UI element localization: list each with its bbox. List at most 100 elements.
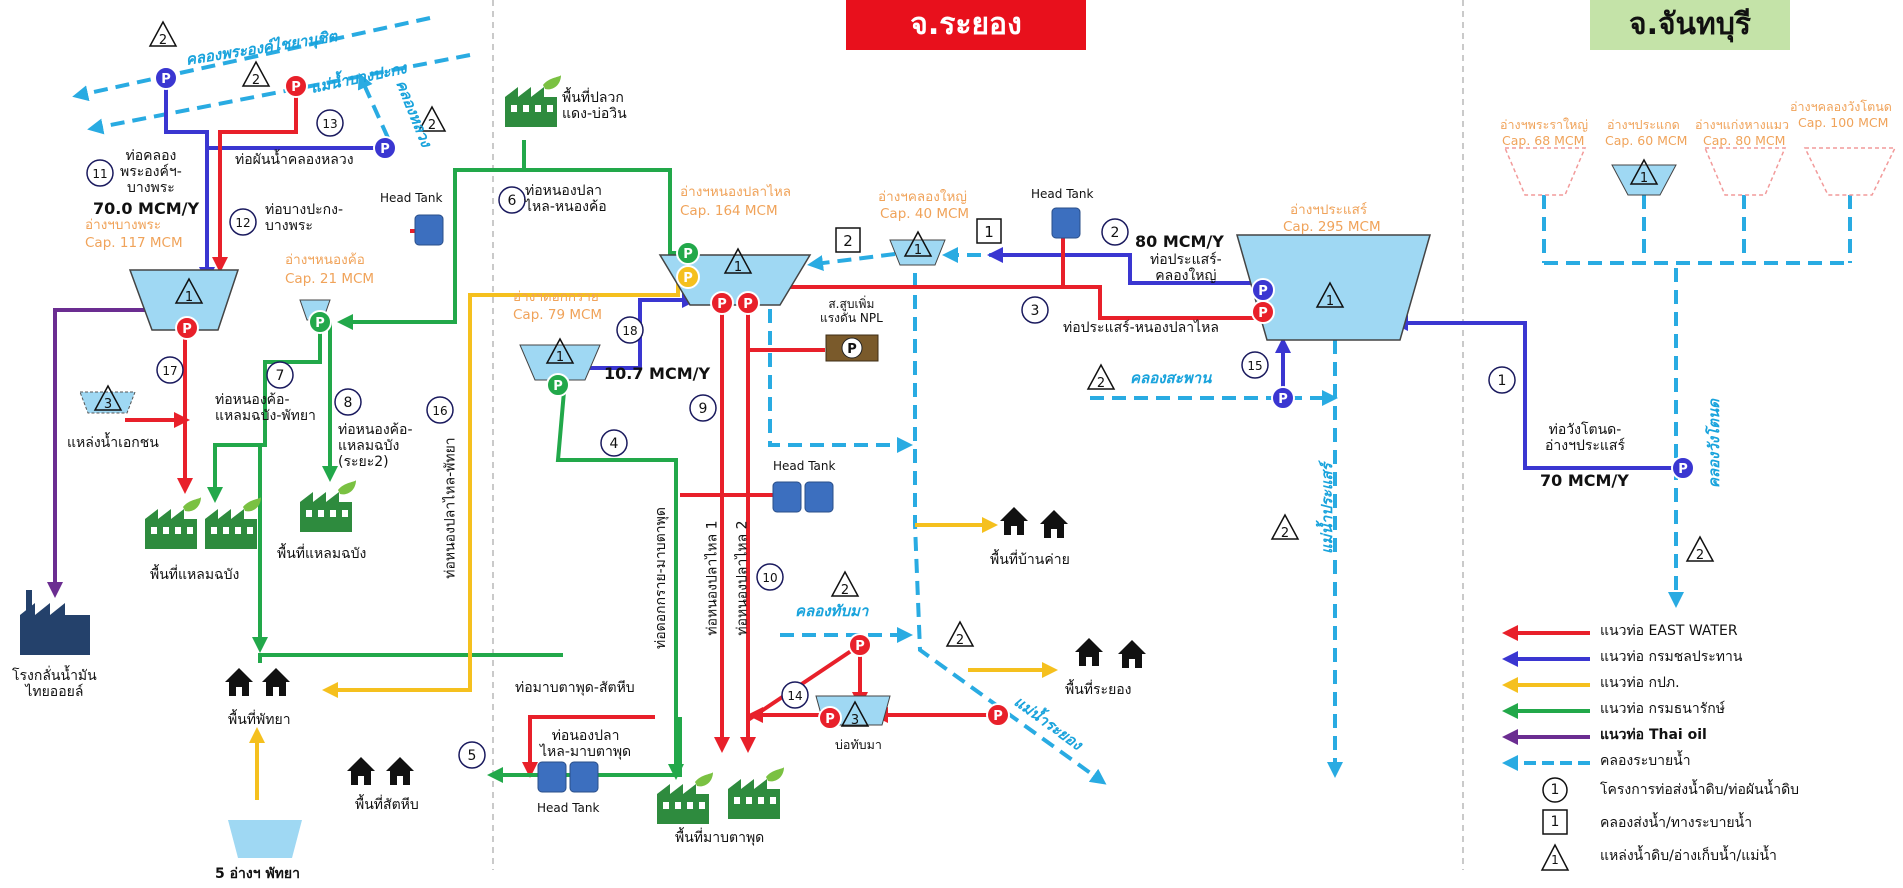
- pump-icon: P: [373, 136, 397, 160]
- svg-text:P: P: [161, 72, 171, 87]
- pump-icon: P: [546, 373, 570, 397]
- project-number-circle: 4: [600, 429, 628, 457]
- legend-triangle-label: แหล่งน้ำดิบ/อ่างเก็บน้ำ/แม่น้ำ: [1600, 848, 1777, 864]
- pipe-11-label: ท่อคลอง พระองค์ฯ- บางพระ: [120, 148, 182, 197]
- project-number-circle: 10: [756, 563, 784, 591]
- legend-item-label: แนวท่อ กรมธนารักษ์: [1600, 701, 1725, 717]
- legend-item-label: คลองระบายน้ำ: [1600, 753, 1691, 769]
- pipe-12-label: ท่อบางปะกง- บางพระ: [265, 202, 343, 235]
- project-number-circle: 12: [229, 208, 257, 236]
- pipe-8-label: ท่อหนองค้อ- แหลมฉบัง (ระยะ2): [338, 422, 413, 471]
- place-bankhai: พื้นที่บ้านค่าย: [990, 552, 1070, 568]
- project-number-circle: 3: [1021, 296, 1049, 324]
- east-water-pipes: [125, 86, 1263, 778]
- npl-pump-letter: P: [847, 342, 857, 357]
- svg-text:9: 9: [699, 401, 708, 417]
- pump-icon: P: [676, 241, 700, 265]
- reservoir-bangphra: อ่างฯบางพระ: [85, 217, 162, 233]
- project-number-circle: 5: [458, 741, 486, 769]
- source-triangle-marker: 2: [1086, 363, 1116, 391]
- legend-item-label: แนวท่อ EAST WATER: [1600, 623, 1738, 639]
- legend-swatches: [1502, 625, 1590, 771]
- source-triangle-marker: 3: [840, 700, 870, 728]
- source-triangle-marker: 1: [174, 277, 204, 305]
- project-number-circle: 17: [156, 356, 184, 384]
- reservoir-phrayai-cap: Cap. 68 MCM: [1502, 133, 1585, 148]
- source-triangle-marker: 1: [903, 230, 933, 258]
- pipe-1-flow: 70 MCM/Y: [1540, 471, 1629, 490]
- legend-square-label: คลองส่งน้ำ/ทางระบายน้ำ: [1600, 815, 1753, 831]
- project-number-circle: 13: [316, 109, 344, 137]
- svg-text:P: P: [291, 80, 301, 95]
- pipe-4-label: ท่อดอกกราย-มาบตาพุด: [652, 507, 669, 650]
- pipe-1-label: ท่อวังโตนด- อ่างฯประแสร์: [1545, 422, 1625, 455]
- svg-text:1: 1: [556, 350, 564, 365]
- reservoir-nongkho-cap: Cap. 21 MCM: [285, 271, 375, 287]
- pump-icon: P: [736, 291, 760, 315]
- reservoir-bangphra-cap: Cap. 117 MCM: [85, 235, 183, 251]
- legend-sym-circle: 1: [1550, 782, 1560, 798]
- svg-text:1: 1: [984, 223, 994, 241]
- svg-text:2: 2: [428, 118, 436, 133]
- pump-icon: P: [986, 703, 1010, 727]
- svg-text:1: 1: [1498, 373, 1507, 389]
- head-tank-4: Head Tank: [537, 801, 600, 815]
- svg-text:2: 2: [1281, 526, 1289, 541]
- reservoir-nongplalai: อ่างฯหนองปลาไหล: [680, 184, 792, 200]
- reservoir-prasae-cap: Cap. 295 MCM: [1283, 219, 1381, 235]
- svg-text:P: P: [683, 271, 693, 286]
- project-number-circle: 11: [86, 159, 114, 187]
- svg-text:P: P: [380, 142, 390, 157]
- place-plaukdaeng: พื้นที่ปลวก แดง-บ่อวิน: [562, 90, 627, 123]
- reservoir-wangton: อ่างฯคลองวังโตนด: [1790, 99, 1892, 114]
- svg-text:6: 6: [508, 193, 517, 209]
- pump-icon: P: [848, 633, 872, 657]
- svg-text:P: P: [1258, 284, 1268, 299]
- pipe-7-label: ท่อหนองค้อ- แหลมฉบัง-พัทยา: [215, 392, 316, 425]
- project-number-circle: 7: [266, 361, 294, 389]
- legend-circle-label: โครงการท่อส่งน้ำดิบ/ท่อผันน้ำดิบ: [1600, 782, 1800, 798]
- place-sattahip: พื้นที่สัตหีบ: [355, 797, 419, 813]
- pump-icon: P: [1671, 456, 1695, 480]
- pipe-9a-label: ท่อหนองปลาไหล 1: [704, 520, 721, 636]
- reservoir-wangton-cap: Cap. 100 MCM: [1798, 115, 1889, 130]
- pump-icon: P: [308, 310, 332, 334]
- svg-text:P: P: [1258, 306, 1268, 321]
- pump-icon: P: [154, 66, 178, 90]
- reservoir-dokkrai-cap: Cap. 79 MCM: [513, 307, 603, 323]
- pipe-9b-label: ท่อหนองปลาไหล 2: [734, 520, 751, 636]
- legend-item-label: แนวท่อ กรมชลประทาน: [1600, 649, 1743, 665]
- svg-text:10: 10: [762, 571, 777, 585]
- refinery-icon: [20, 590, 90, 655]
- svg-text:3: 3: [104, 397, 112, 412]
- source-triangle-marker: 3: [93, 384, 123, 412]
- place-thai-oil: โรงกลั่นน้ำมัน ไทยออยล์: [12, 668, 97, 701]
- svg-text:P: P: [993, 709, 1003, 724]
- svg-text:3: 3: [1031, 303, 1040, 319]
- svg-text:P: P: [683, 247, 693, 262]
- pipe-11-flow: 70.0 MCM/Y: [93, 199, 200, 218]
- pipe-18-flow: 10.7 MCM/Y: [604, 364, 711, 383]
- svg-text:P: P: [717, 297, 727, 312]
- place-laemchabang-2: พื้นที่แหลมฉบัง: [277, 546, 367, 562]
- svg-text:2: 2: [1097, 376, 1105, 391]
- source-triangle-marker: 2: [830, 570, 860, 598]
- svg-text:2: 2: [252, 73, 260, 88]
- svg-text:2: 2: [1696, 548, 1704, 563]
- place-bothapma: บ่อทับมา: [835, 737, 882, 752]
- source-triangle-marker: 2: [417, 105, 447, 133]
- svg-text:12: 12: [235, 216, 250, 230]
- pipe-16-label: ท่อหนองปลาไหล-พัทยา: [442, 437, 459, 579]
- pump-icon: P: [1251, 278, 1275, 302]
- canal-square-marker: 2: [835, 227, 861, 253]
- pump-icon: P: [676, 265, 700, 289]
- pipe-6-label: ท่อหนองปลา ไหล-หนองค้อ: [525, 183, 607, 216]
- province-chanthaburi: จ.จันทบุรี: [1590, 0, 1790, 50]
- reservoir-khlongyai-cap: Cap. 40 MCM: [880, 206, 970, 222]
- source-triangle-marker: 1: [723, 247, 753, 275]
- svg-text:2: 2: [841, 583, 849, 598]
- project-number-circle: 6: [498, 186, 526, 214]
- rid-pipes: [164, 78, 1683, 470]
